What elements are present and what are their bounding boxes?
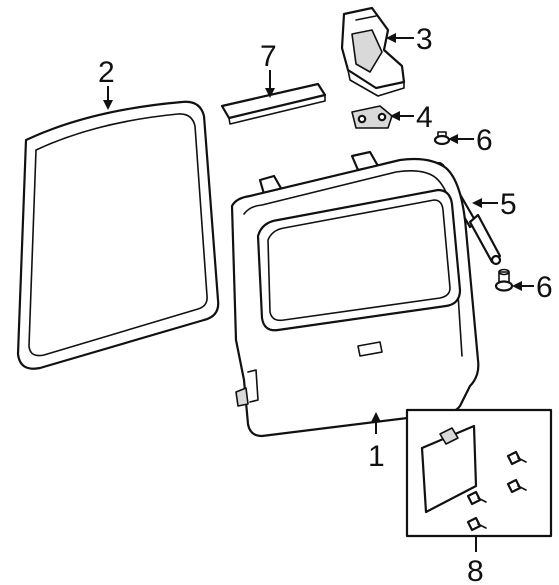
ball-stud-lower (494, 268, 514, 292)
callout-7: 7 (260, 40, 277, 73)
ball-stud-upper (433, 131, 451, 146)
hinge-plate (351, 105, 393, 129)
bolt-4 (466, 516, 487, 532)
callout-3: 3 (416, 23, 433, 56)
callout-4: 4 (416, 101, 433, 134)
callout-6-lower: 6 (536, 271, 553, 304)
liftgate (230, 150, 480, 438)
hinge-bracket (340, 6, 406, 97)
bolt-2 (506, 478, 527, 494)
molding-strip (220, 82, 327, 125)
callout-5: 5 (500, 188, 517, 221)
callout-6-upper: 6 (476, 124, 493, 157)
hardware-kit-box (405, 408, 553, 538)
weatherstrip-seal (16, 100, 220, 370)
bolt-1 (506, 450, 527, 466)
callout-numbers: 2 7 3 4 6 5 6 1 8 (98, 23, 553, 585)
leader-lines (103, 33, 534, 552)
bolt-3 (466, 490, 487, 506)
callout-1: 1 (368, 440, 385, 473)
callout-8: 8 (467, 555, 484, 585)
callout-2: 2 (98, 56, 115, 89)
